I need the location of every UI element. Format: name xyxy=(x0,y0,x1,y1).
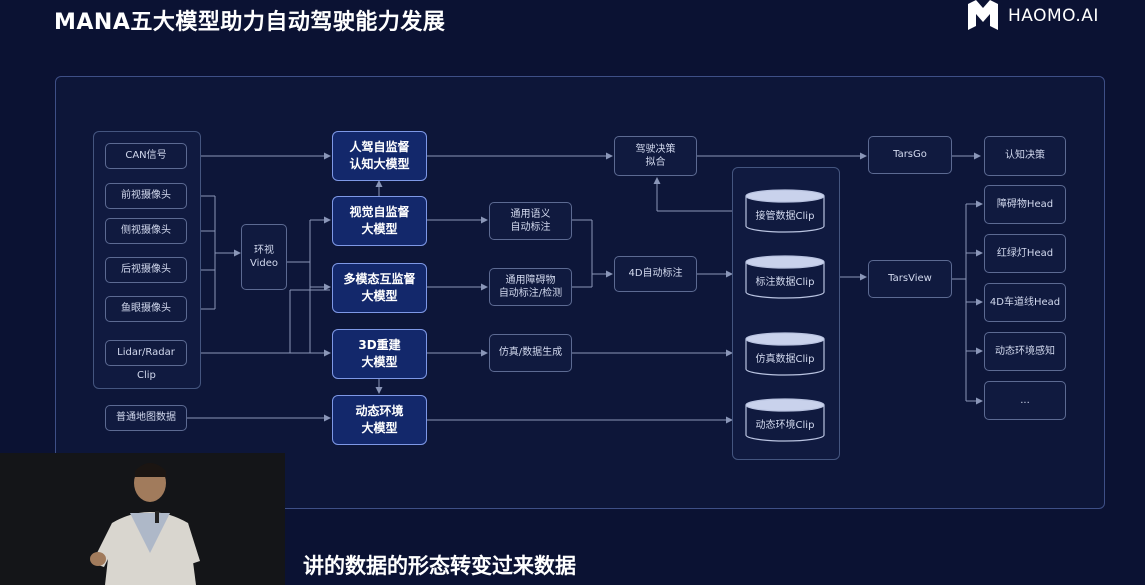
dynamic-clip-label: 动态环境Clip xyxy=(755,420,815,431)
semantic-auto-label-node: 通用语义 自动标注 xyxy=(489,202,572,240)
database-icon xyxy=(745,405,825,442)
model-driver-cognition: 人驾自监督 认知大模型 xyxy=(332,131,427,181)
database-icon xyxy=(745,196,825,233)
model-dynamic-environment: 动态环境 大模型 xyxy=(332,395,427,445)
map-data-node: 普通地图数据 xyxy=(105,405,187,431)
speaker-video-inset xyxy=(0,453,285,585)
database-icon xyxy=(745,332,825,346)
simulation-data-node: 仿真/数据生成 xyxy=(489,334,572,372)
lidar-radar-node: Lidar/Radar xyxy=(105,340,187,366)
brand-logo: HAOMO.AI xyxy=(966,0,1099,32)
model-3d-reconstruction: 3D重建 大模型 xyxy=(332,329,427,379)
speaker-figure xyxy=(90,463,200,585)
fisheye-camera-node: 鱼眼摄像头 xyxy=(105,296,187,322)
page-title: MANA五大模型助力自动驾驶能力发展 xyxy=(54,10,446,35)
clip-label: Clip xyxy=(137,370,156,381)
lane-head-node: 4D车道线Head xyxy=(984,283,1066,322)
side-camera-node: 侧视摄像头 xyxy=(105,218,187,244)
labeled-clip-label: 标注数据Clip xyxy=(755,277,815,288)
tarsview-node: TarsView xyxy=(868,260,952,298)
obstacle-head-node: 障碍物Head xyxy=(984,185,1066,224)
tarsgo-node: TarsGo xyxy=(868,136,952,174)
obstacle-auto-label-node: 通用障碍物 自动标注/检测 xyxy=(489,268,572,306)
database-icon xyxy=(745,255,825,269)
4d-auto-label-node: 4D自动标注 xyxy=(614,256,697,292)
database-icon xyxy=(745,398,825,412)
more-heads-node: ... xyxy=(984,381,1066,420)
front-camera-node: 前视摄像头 xyxy=(105,183,187,209)
logo-text: HAOMO.AI xyxy=(1008,6,1099,26)
database-icon xyxy=(745,339,825,376)
driving-decision-node: 驾驶决策 拟合 xyxy=(614,136,697,176)
model-vision-self-supervised: 视觉自监督 大模型 xyxy=(332,196,427,246)
video-caption: 讲的数据的形态转变过来数据 xyxy=(303,554,576,578)
rear-camera-node: 后视摄像头 xyxy=(105,257,187,283)
model-multimodal: 多模态互监督 大模型 xyxy=(332,263,427,313)
dynamic-perception-node: 动态环境感知 xyxy=(984,332,1066,371)
traffic-light-head-node: 红绿灯Head xyxy=(984,234,1066,273)
cognition-decision-node: 认知决策 xyxy=(984,136,1066,176)
database-icon xyxy=(745,262,825,299)
sim-clip-label: 仿真数据Clip xyxy=(755,354,815,365)
can-signal-node: CAN信号 xyxy=(105,143,187,169)
takeover-clip-label: 接管数据Clip xyxy=(755,211,815,222)
surround-video-node: 环视 Video xyxy=(241,224,287,290)
haomo-logo-icon xyxy=(968,0,998,30)
database-icon xyxy=(745,189,825,203)
